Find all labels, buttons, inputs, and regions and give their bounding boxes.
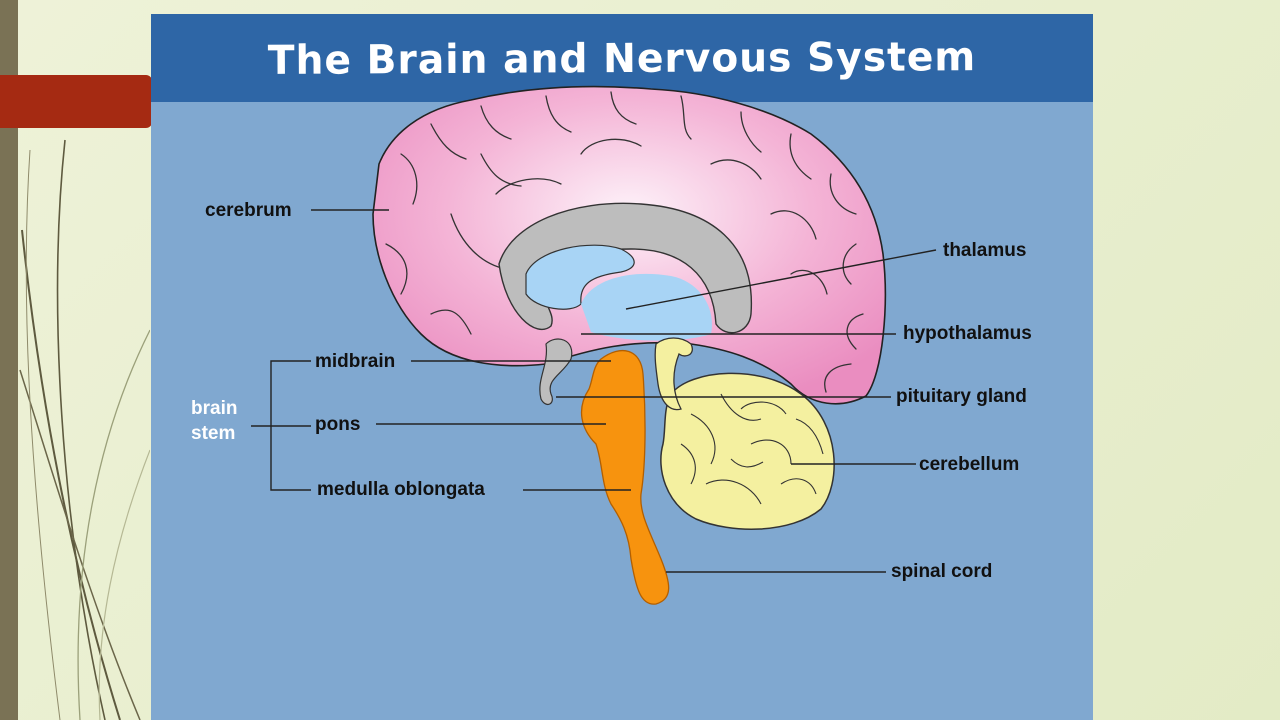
label-pons: pons — [315, 414, 361, 435]
label-cerebellum: cerebellum — [919, 454, 1020, 475]
diagram-panel: The Brain and Nervous System — [151, 14, 1093, 720]
label-cerebrum: cerebrum — [205, 200, 292, 221]
label-brain-stem-line2: stem — [191, 423, 236, 444]
label-brain-stem: brain stem — [191, 396, 237, 446]
label-midbrain: midbrain — [315, 351, 396, 372]
thalamus-shape — [581, 273, 712, 341]
label-spinal-cord: spinal cord — [891, 561, 993, 582]
pituitary-shape — [654, 337, 693, 411]
accent-tab — [0, 75, 152, 128]
slide-left-bar — [0, 0, 18, 720]
cerebellum-shape — [660, 372, 835, 530]
brain-stem-bracket — [251, 360, 311, 491]
corpus-callosum-shape — [498, 202, 753, 334]
ventricle-shape — [525, 244, 635, 310]
label-pituitary-gland: pituitary gland — [896, 386, 1027, 407]
label-medulla-oblongata: medulla oblongata — [317, 479, 485, 500]
leader-thalamus — [625, 249, 937, 310]
brain-illustration — [251, 85, 937, 605]
brainstem-shape — [580, 350, 670, 605]
label-thalamus: thalamus — [943, 240, 1027, 261]
label-brain-stem-line1: brain — [191, 398, 238, 419]
decorative-grass-lines — [19, 139, 150, 720]
label-hypothalamus: hypothalamus — [903, 323, 1032, 344]
